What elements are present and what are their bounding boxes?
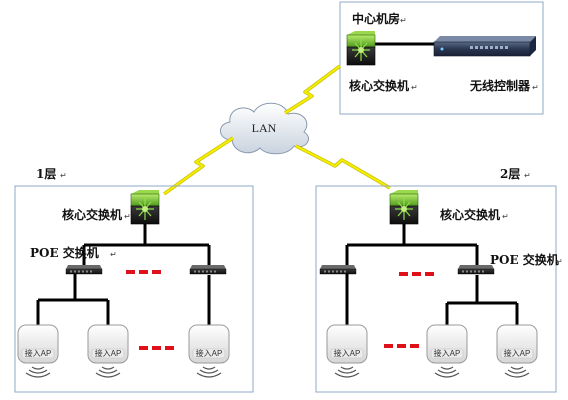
paragraph-mark: ↵: [532, 83, 539, 92]
core-switch-icon: [130, 189, 160, 225]
lan-label: LAN: [252, 121, 277, 135]
core-switch-icon: [346, 30, 376, 66]
center-core-switch-label: 核心交换机: [349, 78, 409, 93]
floor2-ap-dashes: [384, 344, 419, 348]
floor1-core-switch-label: 核心交换机: [62, 207, 122, 222]
floor1-ap-label: 接入AP: [25, 348, 52, 358]
wifi-signal-icon: [95, 366, 121, 378]
paragraph-mark: ↵: [60, 171, 67, 180]
floor2-poe-switch-label: POE 交换机: [490, 252, 559, 267]
wifi-signal-icon: [334, 366, 360, 378]
paragraph-mark: ↵: [502, 212, 509, 221]
wifi-signal-icon: [434, 366, 460, 378]
floor2-frame: [315, 185, 557, 393]
floor1-ap-label: 接入AP: [95, 348, 122, 358]
floor1-frame: [14, 185, 254, 393]
paragraph-mark: ↵: [524, 171, 531, 180]
floor1-switch-dashes: [126, 270, 161, 274]
lightning-link-icon: [284, 64, 342, 115]
floor1-cables: [36, 222, 211, 327]
wifi-signal-icon: [196, 366, 222, 378]
floor2-ap-label: 接入AP: [334, 348, 361, 358]
poe-switch-icon: [457, 264, 495, 275]
floor1-ap-label: 接入AP: [196, 348, 223, 358]
cloud-icon: [220, 102, 309, 155]
core-switch-icon: [389, 189, 419, 225]
poe-switch-icon: [189, 264, 227, 275]
floor2-title: 2层: [500, 167, 520, 181]
poe-switch-icon: [65, 264, 103, 275]
lightning-link-icon: [162, 136, 234, 196]
paragraph-mark: ↵: [110, 250, 117, 259]
center-room-title: 中心机房: [352, 11, 400, 26]
floor2-cables: [345, 222, 519, 327]
floor1-ap-dashes: [139, 346, 174, 350]
floor2-core-switch-label: 核心交换机: [440, 207, 500, 222]
floor1-section: 1层 ↵ 核心交换机 ↵ POE 交换机 ↵ 接入AP 接入A: [14, 167, 254, 393]
wifi-signal-icon: [504, 366, 530, 378]
wireless-controller-icon: [433, 36, 536, 57]
floor2-ap-label: 接入AP: [434, 348, 461, 358]
paragraph-mark: ↵: [124, 212, 131, 221]
wireless-controller-label: 无线控制器: [469, 78, 531, 93]
floor1-title: 1层: [36, 167, 56, 181]
floor2-ap-label: 接入AP: [504, 348, 531, 358]
wifi-signal-icon: [25, 366, 51, 378]
paragraph-mark: ↵: [400, 16, 407, 25]
floor2-switch-dashes: [399, 272, 434, 276]
poe-switch-icon: [319, 264, 357, 275]
floor1-poe-switch-label: POE 交换机: [30, 245, 99, 260]
paragraph-mark: ↵: [411, 83, 418, 92]
floor2-section: 2层 ↵ 核心交换机 ↵ POE 交换机 ↵ 接入AP: [315, 167, 563, 393]
paragraph-mark: ↵: [556, 257, 563, 266]
lightning-link-icon: [295, 144, 391, 190]
